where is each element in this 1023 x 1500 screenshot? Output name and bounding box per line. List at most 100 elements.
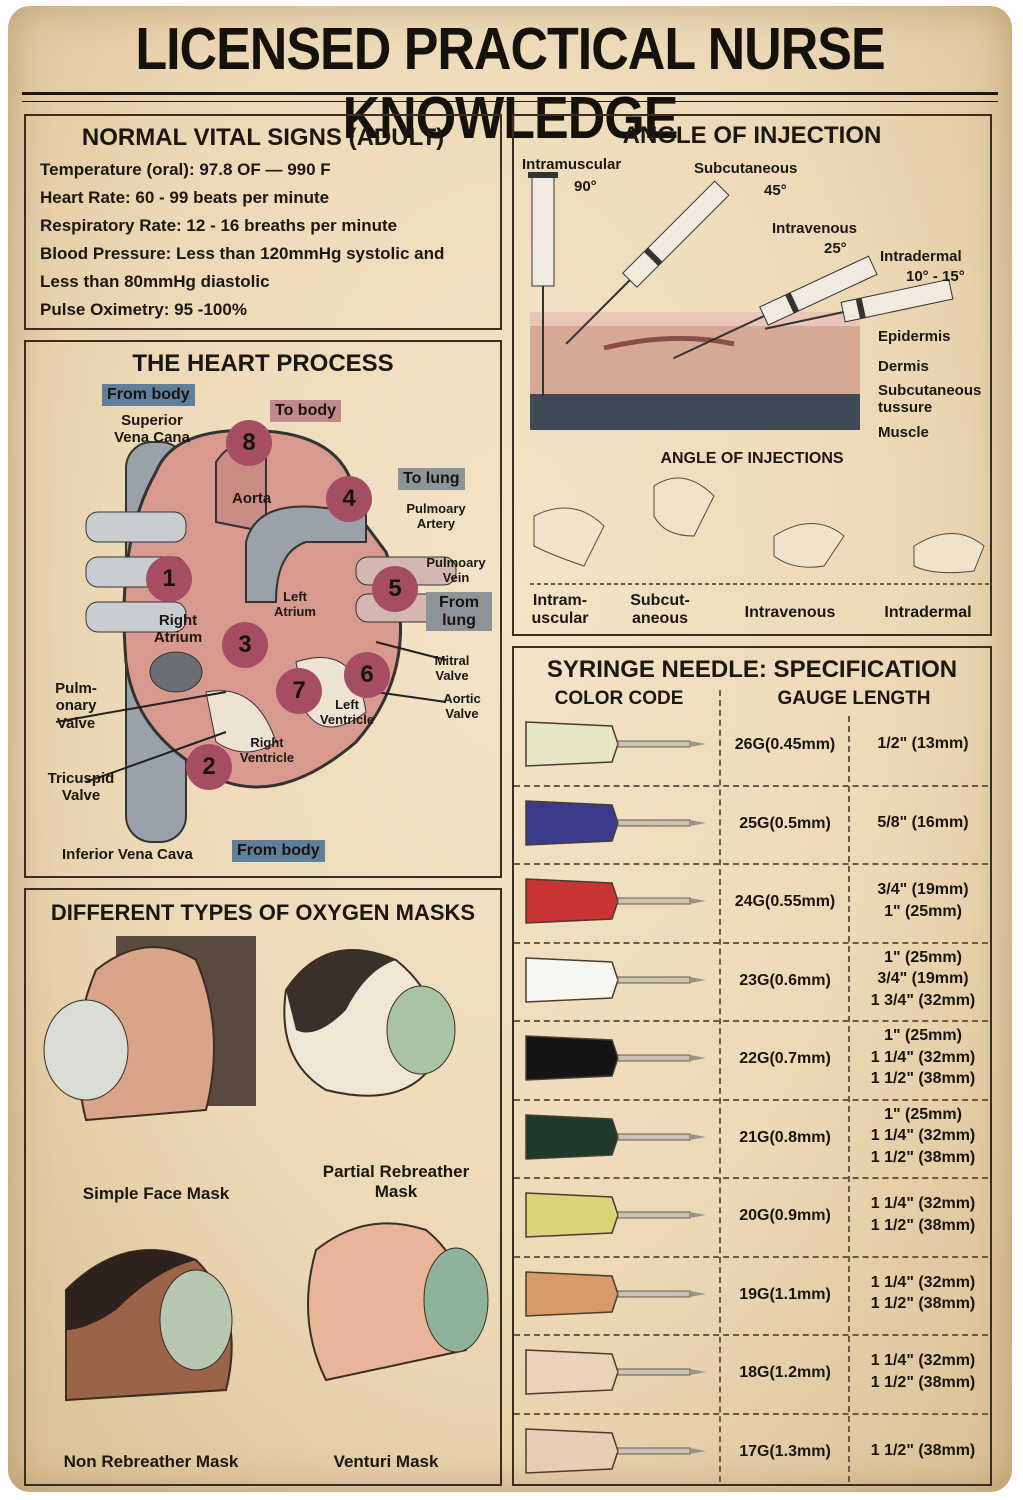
- gauge-value: 26G(0.45mm): [734, 736, 836, 753]
- length-value: 1 1/4" (32mm)1 1/2" (38mm): [870, 1352, 976, 1391]
- injections-subheading: ANGLE OF INJECTIONS: [660, 450, 844, 467]
- vitals-line: Blood Pressure: Less than 120mmHg systol…: [40, 244, 445, 263]
- from-lung-tag: From lung: [426, 592, 492, 632]
- needle-hub: [525, 878, 706, 924]
- ivc-label: Inferior Vena Cava: [62, 846, 193, 863]
- tricuspid-valve-label: Tricuspid Valve: [47, 770, 115, 805]
- layer-label: Muscle: [878, 424, 929, 441]
- hand-sketches: [533, 477, 985, 574]
- length-value: 5/8" (16mm): [877, 813, 969, 831]
- title-rule-bottom: [22, 101, 998, 102]
- length-value: 1" (25mm)3/4" (19mm)1 3/4" (32mm): [870, 948, 976, 1009]
- length-value: 1/2" (13mm): [877, 735, 969, 752]
- gauge-value: 21G(0.8mm): [739, 1128, 831, 1146]
- bottom-label-im: Intram- uscular: [531, 592, 589, 628]
- muscle-layer: [530, 394, 860, 430]
- needle-hub: [525, 799, 706, 846]
- page-title: LICENSED PRACTICAL NURSE KNOWLEDGE: [135, 16, 885, 152]
- layer-label: Epidermis: [878, 328, 951, 345]
- color-code-header: COLOR CODE: [554, 688, 684, 709]
- needle-hub: [525, 1113, 706, 1160]
- intravenous-syringe: [672, 255, 878, 360]
- gauge-value: 18G(1.2mm): [739, 1364, 831, 1381]
- gauge-value: 23G(0.6mm): [739, 971, 831, 989]
- im-label: Intramuscular: [522, 156, 622, 173]
- right-ventricle: [205, 690, 277, 753]
- to-lung-tag: To lung: [398, 468, 465, 490]
- iv-angle: 25°: [824, 240, 847, 257]
- vitals-line: Temperature (oral): 97.8 OF — 990 F: [40, 160, 331, 179]
- step-3: 3: [222, 622, 268, 668]
- row-divider: [514, 941, 988, 944]
- intradermal-syringe: [764, 278, 954, 330]
- step-7: 7: [276, 668, 322, 714]
- vessel: [85, 601, 187, 633]
- hair: [66, 1250, 196, 1330]
- from-body-top-tag: From body: [102, 384, 195, 406]
- heart-panel: THE HEART PROCESS From body Superior Ven…: [24, 340, 502, 878]
- step-6: 6: [344, 652, 390, 698]
- bottom-label-id: Intradermal: [884, 604, 972, 621]
- step-1: 1: [146, 556, 192, 602]
- layer-label: Dermis: [878, 358, 929, 375]
- length-value: 3/4" (19mm)1" (25mm): [877, 881, 969, 920]
- injection-heading: ANGLE OF INJECTION: [622, 122, 882, 149]
- length-value: 1" (25mm)1 1/4" (32mm)1 1/2" (38mm): [870, 1105, 976, 1166]
- atrium-opening: [149, 651, 203, 693]
- gauge-value: 20G(0.9mm): [739, 1207, 831, 1224]
- subcutaneous-syringe: [565, 180, 730, 345]
- length-value: 1 1/4" (32mm)1 1/2" (38mm): [870, 1273, 976, 1313]
- step-5: 5: [372, 566, 418, 612]
- needle-hub: [525, 1427, 706, 1474]
- sc-angle: 45°: [764, 182, 787, 199]
- row-divider: [514, 1177, 988, 1179]
- gauge-value: 17G(1.3mm): [739, 1442, 831, 1460]
- heart-heading: THE HEART PROCESS: [132, 350, 394, 377]
- bottom-label-sc: Subcut- aneous: [630, 592, 690, 628]
- from-body-bottom-tag: From body: [232, 840, 325, 862]
- row-divider: [514, 784, 988, 787]
- vitals-line: Heart Rate: 60 - 99 beats per minute: [40, 188, 330, 207]
- gauge-length-header: GAUGE LENGTH: [777, 688, 931, 709]
- gauge-value: 22G(0.7mm): [739, 1050, 831, 1067]
- mask: [386, 985, 456, 1075]
- mask: [43, 999, 129, 1101]
- mask-label-simple: Simple Face Mask: [82, 1184, 230, 1203]
- left-ventricle-label: Left Ventricle: [319, 697, 375, 727]
- pulmonary-artery: [245, 505, 367, 603]
- sc-label: Subcutaneous: [694, 160, 798, 177]
- row-divider: [514, 1334, 988, 1336]
- layer-label: Subcutaneous tussure: [878, 382, 982, 417]
- right-atrium-label: Right Atrium: [153, 612, 203, 647]
- step-2: 2: [186, 744, 232, 790]
- row-divider: [514, 1020, 988, 1022]
- id-angle: 10° - 15°: [906, 268, 965, 285]
- syringe-heading: SYRINGE NEEDLE: SPECIFICATION: [546, 656, 958, 683]
- skin-layer: [530, 324, 860, 394]
- row-divider: [514, 863, 988, 865]
- col-divider: [719, 690, 721, 1482]
- mitral-valve-label: Mitral Valve: [434, 653, 470, 683]
- mask-label-venturi: Venturi Mask: [333, 1452, 439, 1471]
- row-divider: [514, 1412, 988, 1415]
- id-label: Intradermal: [880, 248, 962, 265]
- pulmonary-vein-label: Pulmoary Vein: [426, 555, 486, 585]
- vitals-line: Pulse Oximetry: 95 -100%: [40, 300, 247, 319]
- row-divider: [514, 1098, 988, 1101]
- vitals-heading: NORMAL VITAL SIGNS (ADULT): [81, 124, 445, 151]
- hair: [286, 950, 396, 1033]
- masks-heading: DIFFERENT TYPES OF OXYGEN MASKS: [50, 900, 476, 925]
- title-rule-top: [22, 92, 998, 95]
- needle-hub: [525, 1270, 706, 1317]
- heart-diagram: [55, 428, 457, 843]
- mask: [159, 1269, 233, 1371]
- vein: [603, 335, 735, 351]
- length-value: 1 1/4" (32mm)1 1/2" (38mm): [870, 1195, 976, 1234]
- to-body-tag: To body: [270, 400, 342, 422]
- aortic-valve-label: Aortic Valve: [443, 691, 481, 721]
- pulmonary-artery-label: Pulmoary Artery: [406, 501, 466, 531]
- needle-hub: [525, 956, 706, 1003]
- injection-panel: ANGLE OF INJECTION Intramuscular 90°: [512, 114, 992, 636]
- step-4: 4: [326, 476, 372, 522]
- gauge-value: 24G(0.55mm): [734, 893, 836, 910]
